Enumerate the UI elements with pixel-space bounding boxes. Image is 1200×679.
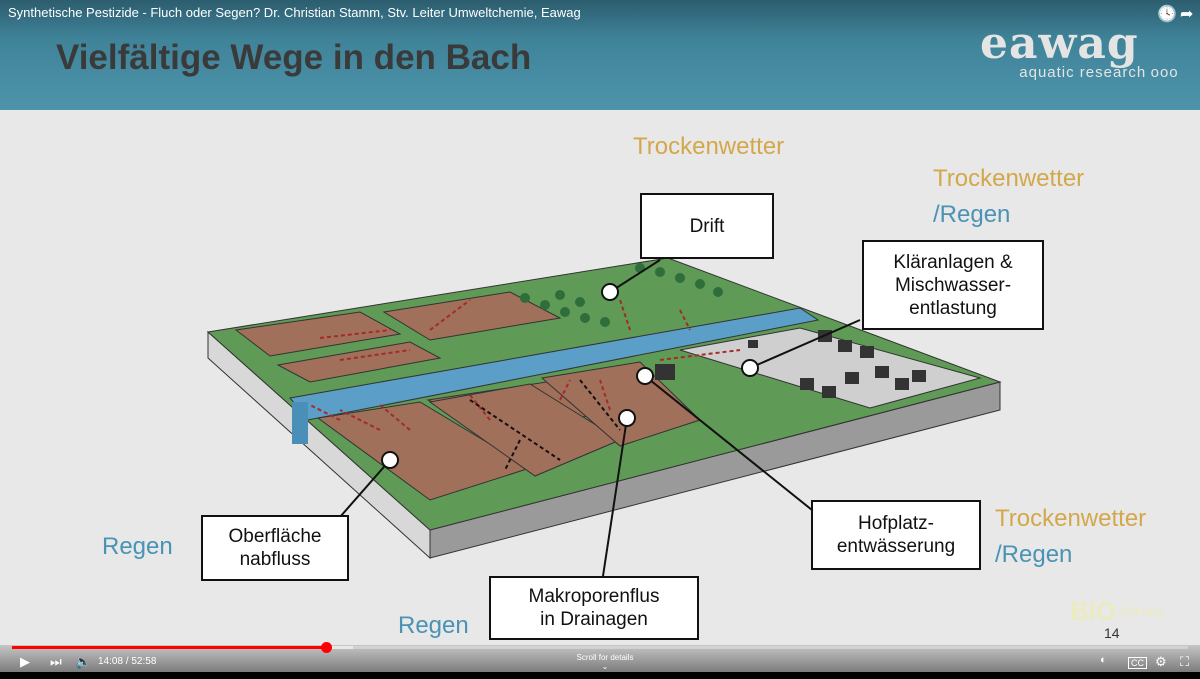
time-display: 14:08 / 52:58 [98, 656, 157, 667]
label-rain-1: /Regen [933, 201, 1011, 228]
settings-icon[interactable]: ⚙ [1155, 654, 1167, 669]
progress-scrubber[interactable] [320, 642, 332, 653]
fullscreen-exit-icon[interactable]: ⛶ [1180, 654, 1190, 669]
play-icon[interactable]: ▶ [20, 654, 30, 669]
watch-later-icon[interactable]: 🕓 [1157, 6, 1177, 23]
video-title[interactable]: Synthetische Pestizide - Fluch oder Sege… [8, 5, 581, 20]
progress-bar[interactable] [12, 642, 1188, 653]
callout-dots [381, 283, 759, 469]
label-rain-left: Regen [102, 533, 173, 560]
eawag-logo: eawag aquatic research ooo [980, 18, 1179, 82]
progress-fill [12, 646, 326, 649]
autoplay-toggle-icon[interactable]: ◐ [1100, 654, 1107, 666]
callout-lines [339, 259, 861, 577]
scroll-for-details[interactable]: Scroll for details⌄ [576, 653, 634, 671]
slide-header: Synthetische Pestizide - Fluch oder Sege… [0, 0, 1200, 110]
label-dry-weather: Trockenwetter [633, 133, 785, 160]
drainage-lines [469, 379, 621, 471]
box-drift: Drift [640, 193, 774, 259]
buildings [655, 330, 926, 398]
flow-arrows [309, 299, 741, 431]
share-icon[interactable]: ➦ [1180, 6, 1194, 23]
label-dry-weather-rain-1: Trockenwetter [933, 165, 1085, 192]
box-yard-drainage: Hofplatz-entwässerung [811, 500, 981, 570]
label-rain-bottom: Regen [398, 612, 469, 639]
captions-icon[interactable]: CC [1128, 657, 1147, 669]
stream-outlet [292, 402, 308, 444]
volume-icon[interactable]: 🔈 [75, 654, 92, 669]
label-rain-2: /Regen [995, 541, 1073, 568]
watermark-logo: BIO Stiftung 14 [1070, 596, 1165, 641]
next-icon[interactable]: ⏭ [50, 654, 62, 669]
box-wwtp: Kläranlagen &Mischwasser-entlastung [862, 240, 1044, 330]
player-bottom-edge [0, 672, 1200, 679]
slide-title: Vielfältige Wege in den Bach [56, 38, 532, 77]
label-dry-weather-rain-2: Trockenwetter [995, 505, 1147, 532]
